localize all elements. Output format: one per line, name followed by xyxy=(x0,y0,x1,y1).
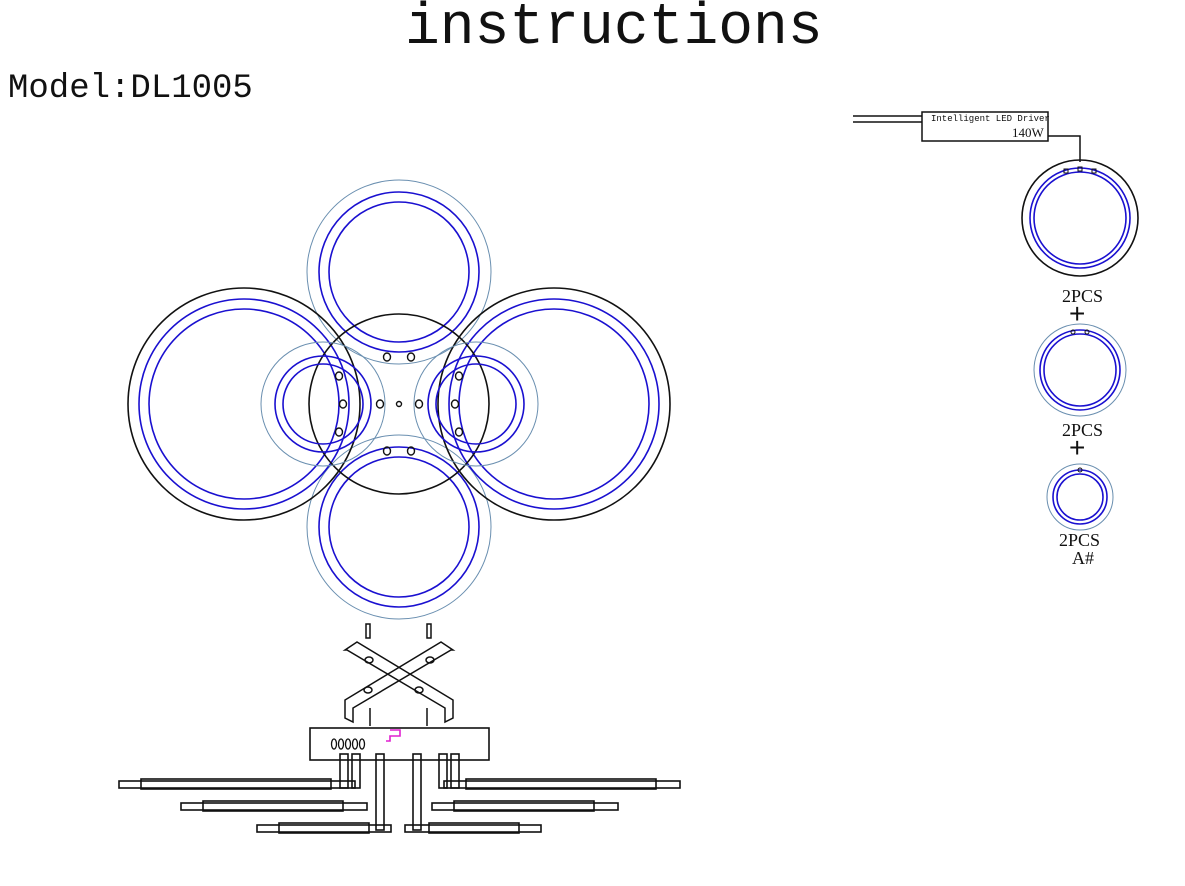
mount-points xyxy=(334,352,464,456)
ring-right-large xyxy=(437,287,671,521)
plus-2: + xyxy=(1069,432,1086,463)
page-title: instructions xyxy=(405,0,823,61)
ring-left-large xyxy=(127,287,361,521)
led-driver-box xyxy=(921,111,1049,142)
model-number: Model:DL1005 xyxy=(8,70,253,108)
component-ring-medium xyxy=(1033,323,1127,417)
ring-left-small xyxy=(260,341,386,467)
center-frame xyxy=(308,313,490,495)
driver-power: 140W xyxy=(1012,125,1044,140)
ring-right-small xyxy=(413,341,539,467)
mounting-bracket xyxy=(342,623,456,726)
qty-large: 2PCS xyxy=(1062,286,1104,306)
component-ring-small xyxy=(1046,463,1114,531)
top-view xyxy=(127,179,671,620)
qty-medium: 2PCS xyxy=(1062,420,1104,440)
driver-label: Intelligent LED Driver xyxy=(931,114,1050,124)
ring-bottom xyxy=(306,434,492,620)
side-view xyxy=(118,727,681,834)
wiring xyxy=(853,111,1081,162)
plus-1: + xyxy=(1069,298,1086,329)
part-code: A# xyxy=(1072,548,1094,568)
component-ring-large xyxy=(1021,159,1139,277)
qty-small: 2PCS xyxy=(1059,530,1101,550)
ring-top xyxy=(306,179,492,365)
